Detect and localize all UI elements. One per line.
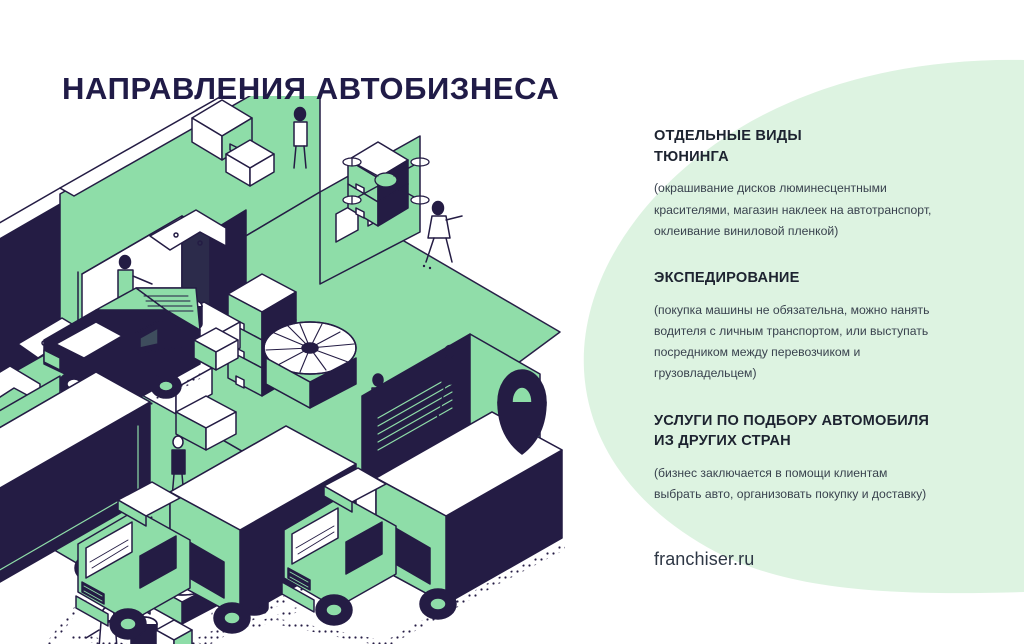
body-line-4: грузовладельцем): [654, 366, 757, 381]
service-description: (бизнес заключается в помощи клиентам вы…: [654, 463, 974, 505]
service-block-forwarding: ЭКСПЕДИРОВАНИЕ (покупка машины не обязат…: [654, 268, 974, 385]
service-block-car-selection: УСЛУГИ ПО ПОДБОРУ АВТОМОБИЛЯ ИЗ ДРУГИХ С…: [654, 411, 974, 506]
heading-line-1: УСЛУГИ ПО ПОДБОРУ АВТОМОБИЛЯ: [654, 412, 930, 429]
services-list: ОТДЕЛЬНЫЕ ВИДЫ ТЮНИНГА (окрашивание диск…: [654, 126, 974, 506]
body-line-3: посредником между перевозчиком и: [654, 345, 861, 360]
heading-line-1: ЭКСПЕДИРОВАНИЕ: [654, 270, 800, 287]
service-heading: УСЛУГИ ПО ПОДБОРУ АВТОМОБИЛЯ ИЗ ДРУГИХ С…: [654, 411, 974, 452]
service-heading: ЭКСПЕДИРОВАНИЕ: [654, 268, 974, 289]
body-line-2: красителями, магазин наклеек на автотран…: [654, 202, 932, 217]
service-heading: ОТДЕЛЬНЫЕ ВИДЫ ТЮНИНГА: [654, 126, 974, 167]
heading-line-1: ОТДЕЛЬНЫЕ ВИДЫ: [654, 128, 802, 144]
footer-website-url[interactable]: franchiser.ru: [654, 549, 755, 569]
body-line-1: (окрашивание дисков люминесцентными: [654, 181, 887, 196]
heading-line-2: ТЮНИНГА: [654, 148, 729, 165]
heading-line-2: ИЗ ДРУГИХ СТРАН: [654, 433, 791, 450]
service-description: (окрашивание дисков люминесцентными крас…: [654, 178, 974, 242]
service-description: (покупка машины не обязательна, можно на…: [654, 300, 974, 385]
isometric-warehouse-illustration: [0, 96, 565, 644]
body-line-2: водителя с личным транспортом, или высту…: [654, 324, 929, 339]
body-line-3: оклеивание виниловой пленкой): [654, 223, 839, 238]
body-line-1: (бизнес заключается в помощи клиентам: [654, 466, 888, 481]
body-line-1: (покупка машины не обязательна, можно на…: [654, 302, 930, 317]
body-line-2: выбрать авто, организовать покупку и дос…: [654, 487, 927, 502]
page-title: НАПРАВЛЕНИЯ АВТОБИЗНЕСА: [62, 70, 560, 106]
service-block-tuning: ОТДЕЛЬНЫЕ ВИДЫ ТЮНИНГА (окрашивание диск…: [654, 126, 974, 242]
